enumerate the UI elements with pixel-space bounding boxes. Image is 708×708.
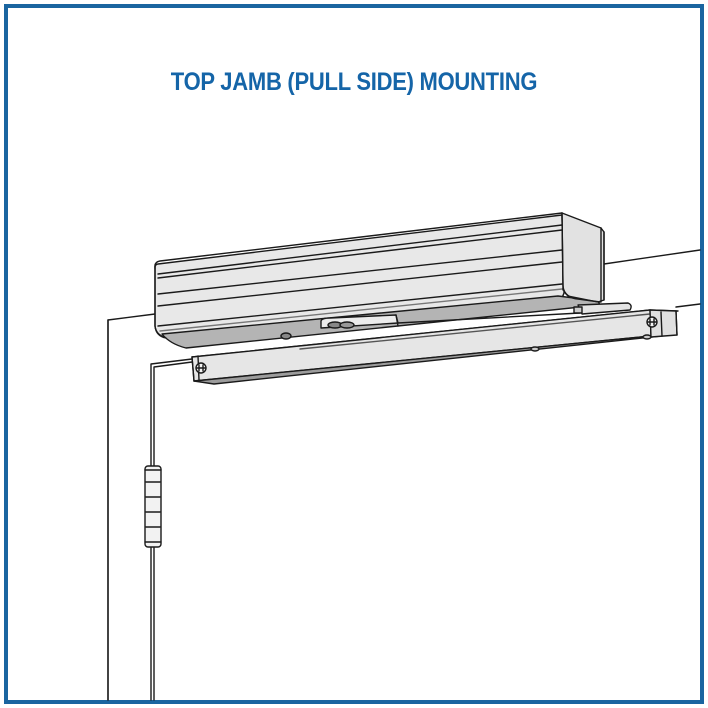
screw-icon [195,362,207,374]
hinge-icon [144,465,162,548]
arm-slide [280,302,632,340]
door-leaf [150,358,193,701]
door-frame [107,313,156,701]
closer-end-cap [561,212,605,303]
mounting-track [191,309,679,385]
track-end-cap [649,309,678,338]
diagram-title: TOP JAMB (PULL SIDE) MOUNTING [170,68,538,96]
closer-cover [154,212,601,349]
screw-icon [646,316,658,328]
wall-header-lines [603,249,701,308]
